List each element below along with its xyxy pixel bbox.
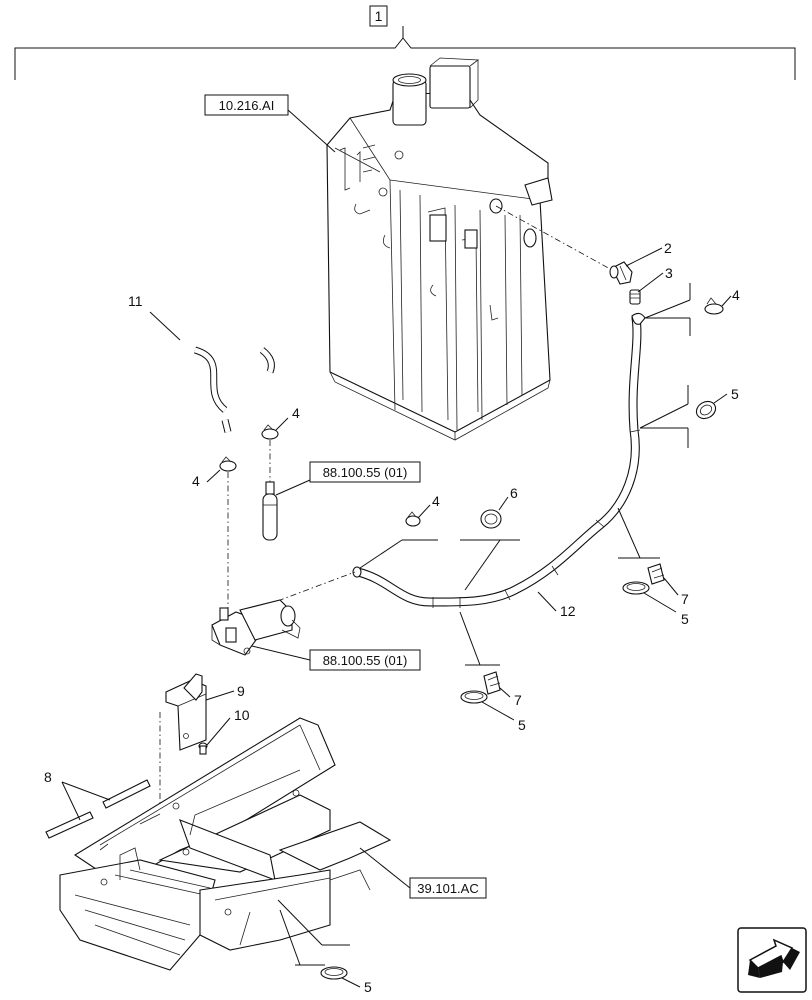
tank-ref-box bbox=[204, 94, 289, 116]
frame-ref-box bbox=[409, 877, 487, 899]
callout-9-leader bbox=[205, 690, 235, 701]
callout-5-top-leader bbox=[713, 393, 728, 404]
callout-5-right: 5 bbox=[681, 611, 689, 627]
callout-7-right-leader bbox=[663, 577, 679, 596]
callout-3: 3 bbox=[665, 265, 673, 281]
hose-clamp-top bbox=[704, 297, 724, 315]
callout-7-right: 7 bbox=[681, 591, 689, 607]
callout-4-center: 4 bbox=[432, 493, 440, 509]
section-break-bottom bbox=[277, 899, 350, 966]
sensor-leader bbox=[275, 479, 311, 496]
chassis-frame bbox=[59, 717, 392, 971]
connector-fitting bbox=[629, 289, 641, 305]
callout-5-top: 5 bbox=[731, 386, 739, 402]
callout-8: 8 bbox=[44, 769, 52, 785]
hose-clamp-coil-right bbox=[261, 424, 279, 440]
section-break-hose-right bbox=[617, 507, 660, 559]
hose-clamp-center bbox=[405, 511, 421, 527]
callout-5-right-leader bbox=[643, 592, 677, 613]
section-break-hose-center-lower bbox=[459, 611, 500, 666]
main-hose bbox=[352, 313, 642, 608]
callout-8-leader-a bbox=[61, 781, 111, 801]
callout-2: 2 bbox=[664, 240, 672, 256]
pump-leader bbox=[251, 645, 311, 661]
callout-4-mid-leader bbox=[275, 417, 289, 431]
pump-module bbox=[211, 599, 301, 656]
assembly-callout: 1 bbox=[375, 8, 383, 24]
callout-5-center-leader bbox=[481, 701, 515, 721]
hose-ring-upper bbox=[695, 400, 717, 420]
callout-10: 10 bbox=[234, 707, 250, 723]
callout-2-leader bbox=[625, 247, 663, 267]
callout-5-center: 5 bbox=[518, 717, 526, 733]
section-break-hose-center-upper bbox=[460, 539, 520, 591]
coiled-hose bbox=[155, 328, 275, 433]
outlet-centerline bbox=[495, 205, 613, 271]
rods bbox=[45, 779, 151, 839]
callout-8-leader-b bbox=[61, 781, 81, 821]
sensor-ref: 88.100.55 (01) bbox=[323, 465, 408, 480]
callout-6-leader bbox=[498, 496, 509, 511]
heater-element bbox=[262, 481, 278, 541]
hose-ring-right bbox=[622, 581, 650, 595]
assembly-bracket: 1 bbox=[14, 5, 796, 80]
callout-4-left-leader bbox=[206, 469, 221, 483]
hose-clip-right bbox=[647, 563, 665, 585]
callout-4-left: 4 bbox=[192, 473, 200, 489]
section-break-mid bbox=[639, 385, 689, 448]
tank-leader bbox=[287, 109, 336, 153]
callout-5-bottom-leader bbox=[341, 977, 361, 988]
grommet bbox=[480, 509, 502, 529]
callout-3-leader bbox=[637, 272, 664, 293]
callout-12: 12 bbox=[560, 603, 576, 619]
callout-11-leader bbox=[149, 311, 181, 341]
hose-clamp-coil-left bbox=[219, 456, 237, 472]
callout-9: 9 bbox=[237, 683, 245, 699]
elbow-fitting bbox=[609, 261, 633, 285]
callout-7-center: 7 bbox=[514, 692, 522, 708]
tank-ref: 10.216.AI bbox=[219, 98, 275, 113]
def-tank bbox=[326, 57, 553, 441]
callout-4-mid: 4 bbox=[292, 405, 300, 421]
callout-5-bottom: 5 bbox=[364, 979, 372, 995]
section-break-hose-left bbox=[359, 539, 438, 569]
hose-ring-center bbox=[460, 690, 488, 704]
callout-4-center-leader bbox=[417, 504, 431, 519]
hose-clip-center bbox=[483, 671, 501, 695]
pump-ref-box bbox=[309, 649, 421, 671]
assembly-callout-box bbox=[369, 5, 388, 27]
callout-6: 6 bbox=[510, 485, 518, 501]
callout-4-top-leader bbox=[721, 295, 732, 307]
callout-4-top: 4 bbox=[732, 287, 740, 303]
hose-ring-bottom bbox=[320, 966, 348, 980]
pump-ref: 88.100.55 (01) bbox=[323, 653, 408, 668]
callout-12-leader bbox=[537, 591, 557, 612]
section-break-upper bbox=[644, 283, 691, 336]
frame-leader bbox=[359, 847, 411, 889]
callout-11: 11 bbox=[128, 293, 143, 309]
callout-10-leader bbox=[206, 717, 231, 746]
callout-7-center-leader bbox=[499, 687, 511, 698]
mounting-bracket bbox=[165, 673, 207, 751]
sensor-ref-box bbox=[309, 461, 421, 483]
bracket-bolt bbox=[198, 742, 208, 755]
frame-ref: 39.101.AC bbox=[417, 881, 478, 896]
next-page-arrow-icon[interactable] bbox=[737, 927, 807, 993]
